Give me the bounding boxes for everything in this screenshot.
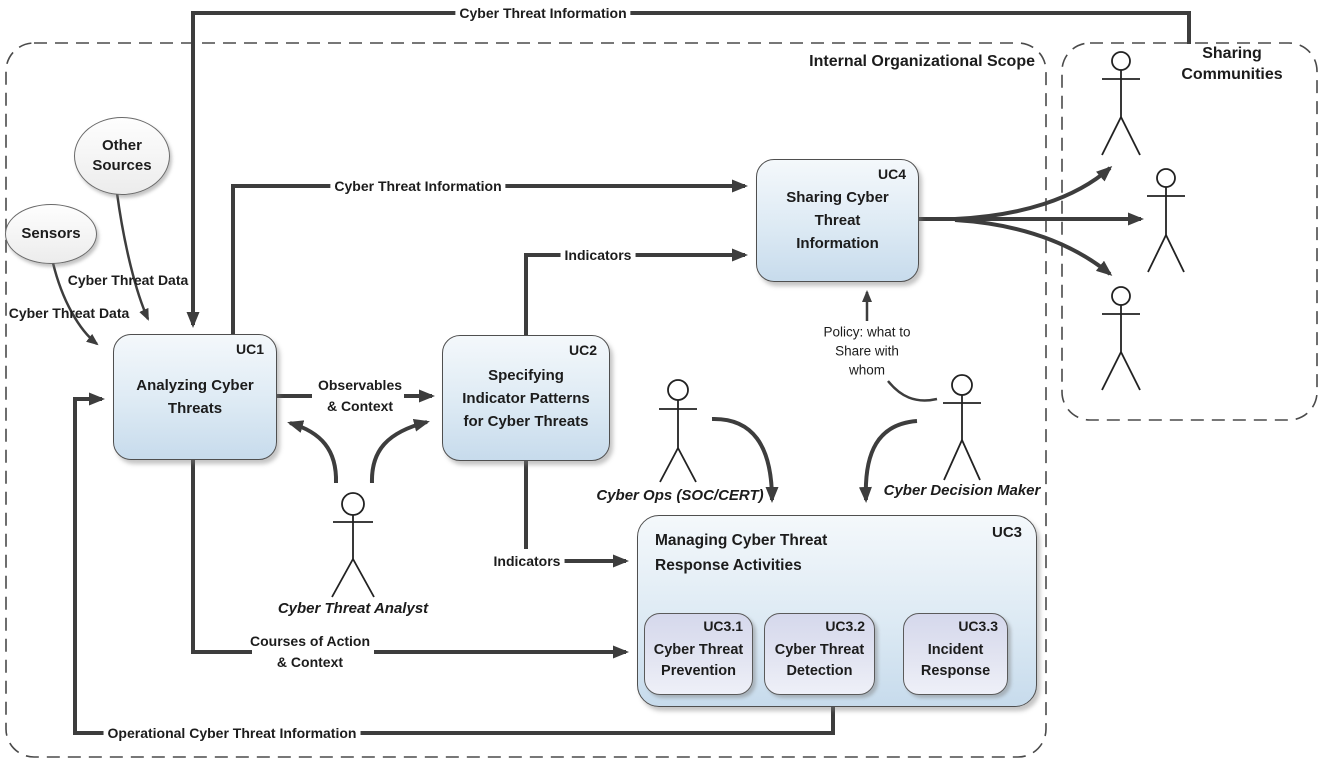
usecase-uc4-id: UC4 xyxy=(877,166,906,182)
usecase-uc33-box: UC3.3 Incident Response xyxy=(903,613,1008,695)
other-sources-ellipse: Other Sources xyxy=(74,117,170,195)
flow-policy-label-line2: Share with xyxy=(835,343,899,359)
sensors-label: Sensors xyxy=(21,225,81,242)
assoc-decision-uc3 xyxy=(858,419,918,503)
usecase-uc32-id: UC3.2 xyxy=(825,618,865,634)
flow-uc4-out-up xyxy=(954,166,1113,221)
usecase-uc31-id: UC3.1 xyxy=(703,618,743,634)
usecase-uc2-title: Specifying Indicator Patterns for Cyber … xyxy=(443,336,609,460)
flow-courses-left-seg xyxy=(191,458,252,654)
usecase-uc2-id: UC2 xyxy=(568,342,597,358)
sensors-ellipse: Sensors xyxy=(5,204,97,264)
usecase-uc2-title-line1: Specifying xyxy=(488,366,564,384)
usecase-uc32-title: Cyber Threat Detection xyxy=(765,628,874,694)
usecase-uc33-id: UC3.3 xyxy=(958,618,998,634)
usecase-uc1-title-line2: Threats xyxy=(167,400,223,417)
usecase-uc2-title-line3: for Cyber Threats xyxy=(463,412,589,430)
usecase-uc32-box: UC3.2 Cyber Threat Detection xyxy=(764,613,875,695)
assoc-analyst-uc2 xyxy=(369,418,430,484)
usecase-uc33-title: Incident Response xyxy=(904,628,1007,694)
flow-observables-label: Observables & Context xyxy=(318,375,402,417)
flow-ctd-other-label: Cyber Threat Data xyxy=(67,272,189,288)
usecase-uc3-title: Managing Cyber Threat Response Activitie… xyxy=(655,528,827,578)
flow-ctd-sensors-label: Cyber Threat Data xyxy=(8,305,130,321)
sharing-communities-label: Sharing Communities xyxy=(1181,43,1282,85)
actor-analyst-label: Cyber Threat Analyst xyxy=(277,600,429,617)
usecase-uc2-title-line2: Indicator Patterns xyxy=(462,389,590,407)
actor-ops-figure xyxy=(659,379,697,483)
usecase-uc33-title-line1: Incident xyxy=(927,642,984,658)
usecase-uc4-title-line2: Threat xyxy=(814,212,861,229)
flow-ctd-sensors xyxy=(51,262,99,346)
assoc-analyst-uc1 xyxy=(287,420,339,484)
flow-policy-label-line1: Policy: what to xyxy=(823,324,911,340)
sharing-communities-box xyxy=(1061,42,1318,421)
community-actor-top-figure xyxy=(1101,51,1141,156)
usecase-uc31-title: Cyber Threat Prevention xyxy=(645,628,752,694)
usecase-uc4-title-line3: Information xyxy=(796,235,879,252)
usecase-uc32-title-line2: Detection xyxy=(786,663,853,679)
usecase-uc3-title-line1: Managing Cyber Threat xyxy=(655,532,828,549)
usecase-uc1-title-line1: Analyzing Cyber xyxy=(136,377,254,394)
flow-cti-internal-label: Cyber Threat Information xyxy=(330,177,506,195)
flow-policy-label: Policy: what to Share with whom xyxy=(823,323,910,380)
flow-cti-top xyxy=(186,11,1191,328)
usecase-uc4-title-line1: Sharing Cyber xyxy=(786,189,889,206)
flow-observables-label-line1: Observables xyxy=(317,377,403,393)
community-actor-middle-figure xyxy=(1147,168,1185,273)
flow-courses-label-line1: Courses of Action xyxy=(249,633,371,649)
flow-policy-label-line3: whom xyxy=(848,362,886,378)
sharing-communities-label-line1: Sharing xyxy=(1202,45,1262,62)
actor-analyst-figure xyxy=(331,492,375,598)
flow-courses-label-line2: & Context xyxy=(276,654,344,670)
flow-operational-label: Operational Cyber Threat Information xyxy=(103,724,361,742)
flow-cti-top-label: Cyber Threat Information xyxy=(455,4,631,22)
usecase-uc32-title-line1: Cyber Threat xyxy=(774,642,865,658)
flow-ctd-other xyxy=(115,192,150,321)
usecase-uc33-title-line2: Response xyxy=(920,663,991,679)
internal-scope-box xyxy=(5,42,1047,758)
flow-courses-label: Courses of Action & Context xyxy=(250,631,370,673)
flow-indicators-uc2-uc4 xyxy=(524,248,748,335)
assoc-decision-policy xyxy=(887,380,938,402)
flow-observables-label-line2: & Context xyxy=(326,398,394,414)
usecase-uc31-title-line2: Prevention xyxy=(661,663,736,679)
usecase-uc1-box: UC1 Analyzing Cyber Threats xyxy=(113,334,277,460)
usecase-uc3-title-line2: Response Activities xyxy=(655,557,802,574)
other-sources-label-line2: Sources xyxy=(92,157,152,174)
usecase-uc31-box: UC3.1 Cyber Threat Prevention xyxy=(644,613,753,695)
internal-scope-label: Internal Organizational Scope xyxy=(809,53,1035,70)
actor-decision-figure xyxy=(943,374,981,481)
usecase-uc3-box: UC3 Managing Cyber Threat Response Activ… xyxy=(637,515,1037,707)
actor-decision-label: Cyber Decision Maker xyxy=(883,482,1041,499)
usecase-uc4-box: UC4 Sharing Cyber Threat Information xyxy=(756,159,919,282)
flow-indicators-uc3-label: Indicators xyxy=(489,552,565,570)
sharing-communities-label-line2: Communities xyxy=(1181,66,1283,83)
usecase-uc3-id: UC3 xyxy=(991,524,1022,541)
flow-uc4-out-down xyxy=(954,218,1113,276)
flow-operational-feedback xyxy=(73,392,835,735)
usecase-uc4-title: Sharing Cyber Threat Information xyxy=(757,160,918,281)
flow-cti-internal xyxy=(231,179,748,334)
flow-indicators-uc4-label: Indicators xyxy=(560,246,636,264)
actor-ops-label: Cyber Ops (SOC/CERT) xyxy=(596,487,764,504)
usecase-uc2-box: UC2 Specifying Indicator Patterns for Cy… xyxy=(442,335,610,461)
usecase-uc31-title-line1: Cyber Threat xyxy=(653,642,744,658)
assoc-ops-uc3 xyxy=(711,416,779,503)
usecase-uc1-id: UC1 xyxy=(235,341,264,357)
usecase-uc1-title: Analyzing Cyber Threats xyxy=(114,335,276,459)
other-sources-label-line1: Other xyxy=(101,137,142,154)
community-actor-bottom-figure xyxy=(1101,286,1141,391)
